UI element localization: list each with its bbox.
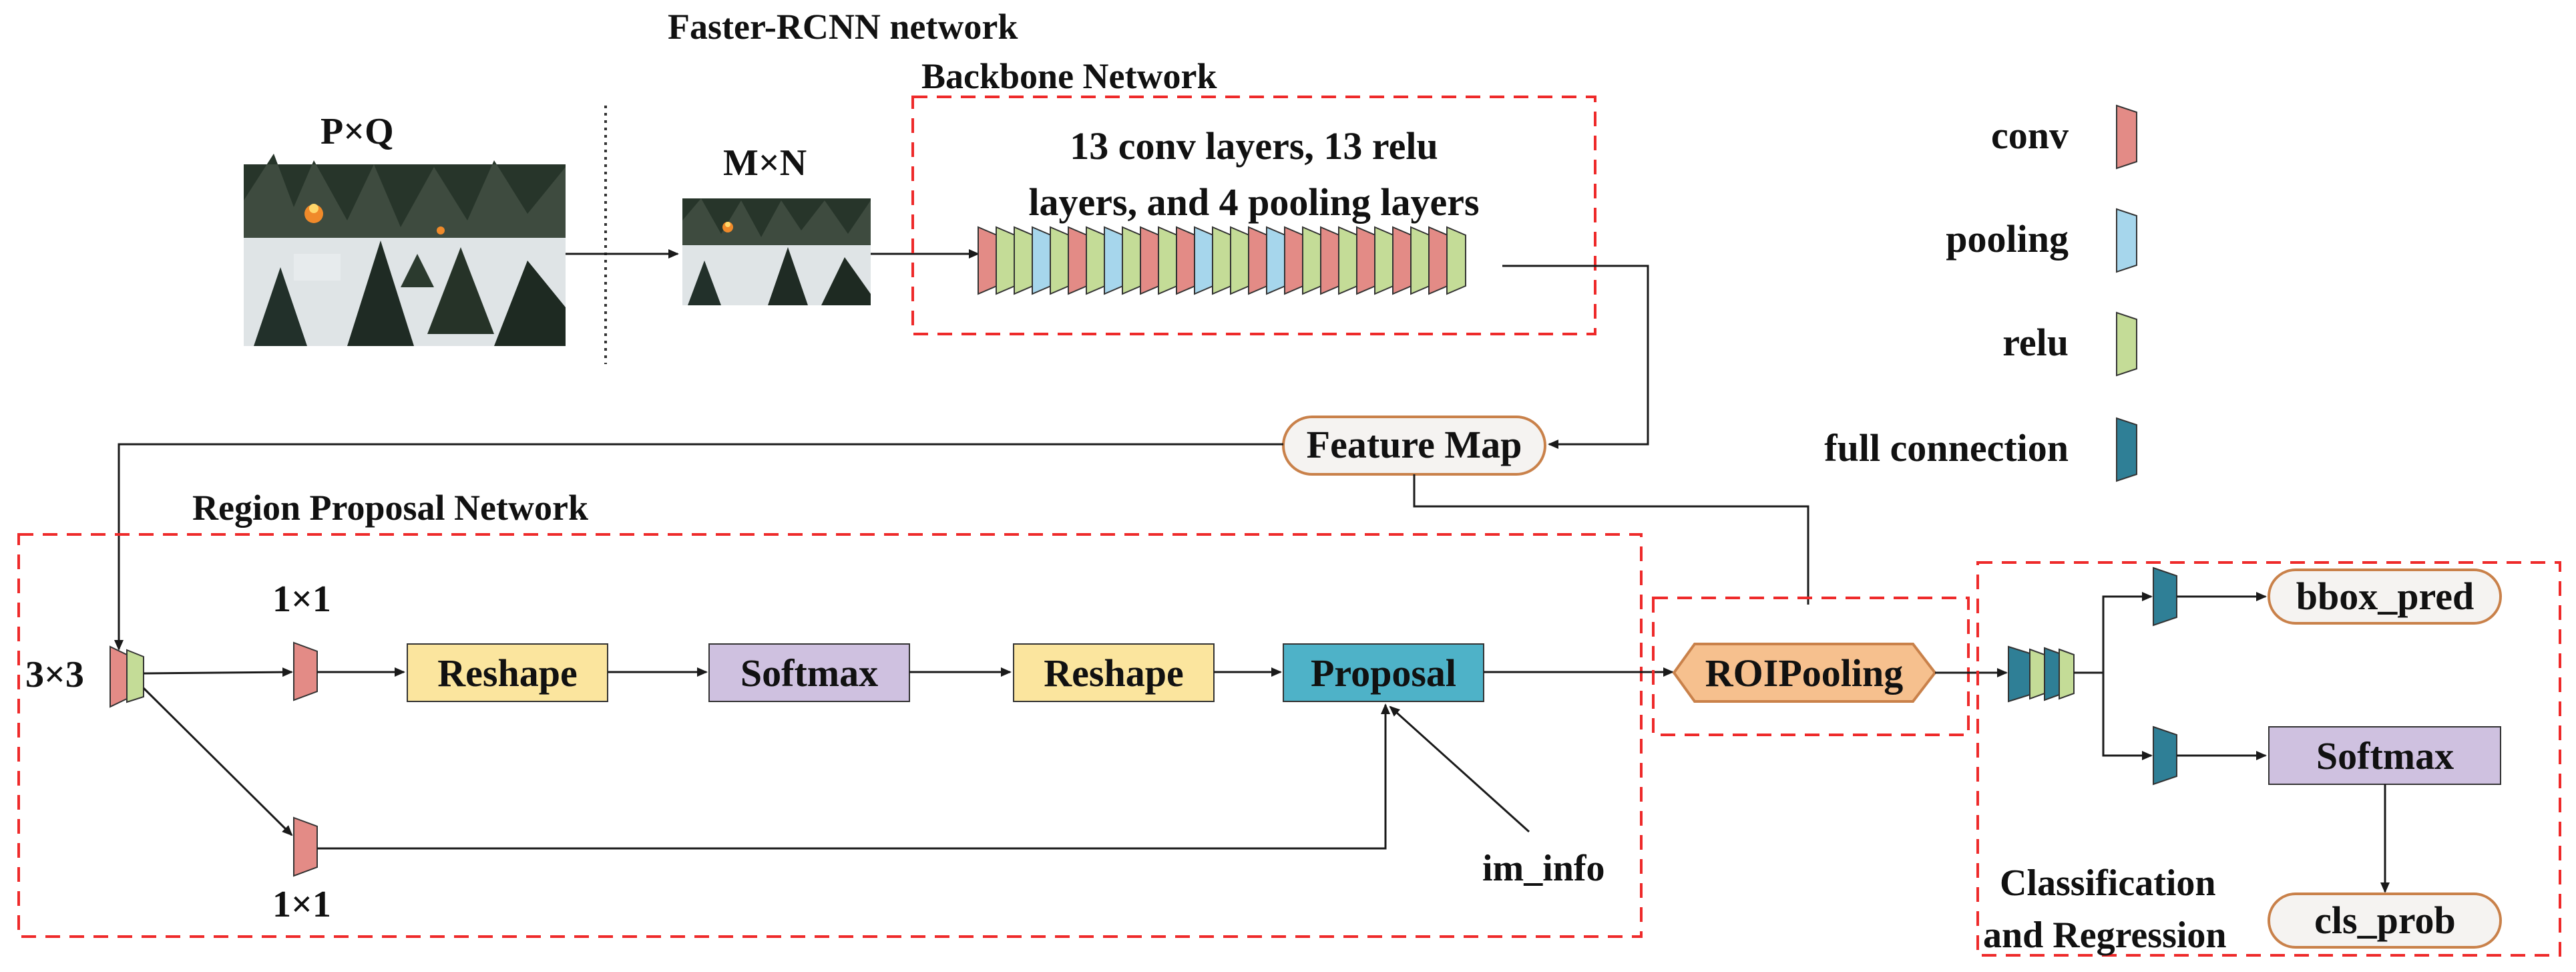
- cls-softmax-box: [2268, 726, 2501, 785]
- rpn-reshape1-label: Reshape: [437, 651, 577, 695]
- cls-region: [1976, 561, 2561, 957]
- input-size-label: P×Q: [320, 111, 394, 152]
- rpn-conv1-top-label: 1×1: [272, 579, 331, 620]
- cls-title-line2: and Regression: [1983, 915, 2227, 956]
- cls-fc-bottom-block: [2153, 725, 2177, 786]
- line-featuremap-to-roi: [1413, 474, 1809, 605]
- backbone-desc-line1: 13 conv layers, 13 relu: [1070, 124, 1438, 168]
- backbone-conv-layer: [1068, 226, 1088, 295]
- legend-label: relu: [2002, 321, 2069, 364]
- arrow-backbone-to-featuremap: [1502, 265, 1649, 449]
- bbox-pred-label: bbox_pred: [2296, 575, 2474, 618]
- backbone-pooling-layer: [1032, 226, 1052, 295]
- backbone-conv-layer: [1248, 226, 1268, 295]
- backbone-relu-layer: [1086, 226, 1106, 295]
- backbone-conv-layer: [1176, 226, 1196, 295]
- backbone-relu-layer: [1212, 226, 1232, 295]
- bbox-pred-node: [2268, 569, 2502, 625]
- roi-pooling-label: ROIPooling: [1705, 651, 1904, 695]
- arrow-branch-to-fc-bottom: [2102, 673, 2153, 760]
- backbone-pooling-layer: [1266, 226, 1286, 295]
- backbone-relu-layer: [1374, 226, 1394, 295]
- diagram-title: Faster-RCNN network: [668, 7, 1018, 47]
- arrow-conv3-to-conv1-top: [143, 667, 293, 677]
- legend-label: pooling: [1946, 217, 2069, 261]
- cls-fc-top-block: [2153, 566, 2177, 627]
- rpn-softmax-label: Softmax: [740, 651, 878, 695]
- rpn-title: Region Proposal Network: [192, 488, 588, 528]
- rpn-conv3-block: [110, 645, 128, 708]
- input-image: [244, 154, 566, 346]
- rpn-reshape1-box: [407, 643, 608, 702]
- rpn-proposal-label: Proposal: [1311, 651, 1456, 695]
- backbone-title: Backbone Network: [921, 56, 1217, 96]
- rpn-softmax-box: [708, 643, 910, 702]
- arrow-conv3-to-conv1-bottom: [142, 687, 293, 836]
- rpn-conv3-label: 3×3: [25, 654, 84, 695]
- rpn-region: [17, 533, 1643, 938]
- backbone-conv-layer: [1320, 226, 1340, 295]
- backbone-conv-layer: [1356, 226, 1376, 295]
- resized-size-label: M×N: [723, 142, 807, 184]
- legend-label: conv: [1991, 114, 2069, 157]
- backbone-conv-layer: [978, 226, 998, 295]
- cls-layer-stack: [2008, 645, 2075, 703]
- backbone-relu-layer: [1050, 226, 1070, 295]
- cls-prob-node: [2268, 893, 2502, 949]
- backbone-layer-stack: [978, 226, 1466, 295]
- backbone-conv-layer: [1392, 226, 1412, 295]
- backbone-pooling-layer: [1194, 226, 1214, 295]
- rpn-reshape2-box: [1013, 643, 1215, 702]
- cls-softmax-label: Softmax: [2316, 734, 2454, 778]
- roi-region: [1652, 597, 1970, 736]
- cls-prob-label: cls_prob: [2314, 899, 2456, 942]
- rpn-conv1-top-block: [293, 641, 318, 701]
- legend-swatch: [2116, 104, 2137, 170]
- backbone-relu-layer: [1158, 226, 1178, 295]
- feature-map-label: Feature Map: [1307, 423, 1522, 466]
- legend-swatch: [2116, 417, 2137, 482]
- cls-title-line1: Classification: [2000, 862, 2216, 904]
- arrow-iminfo-to-proposal: [1389, 705, 1530, 833]
- legend: conv pooling relu full connection: [1824, 104, 2137, 482]
- backbone-conv-layer: [1428, 226, 1448, 295]
- backbone-relu-layer: [1446, 226, 1466, 295]
- rpn-reshape2-label: Reshape: [1044, 651, 1183, 695]
- cls-fc-block-2: [2044, 647, 2060, 701]
- rpn-relu-block: [126, 649, 144, 703]
- backbone-conv-layer: [1284, 226, 1304, 295]
- backbone-conv-layer: [1140, 226, 1160, 295]
- backbone-relu-layer: [1230, 226, 1250, 295]
- rpn-iminfo-label: im_info: [1482, 848, 1605, 889]
- backbone-relu-layer: [1122, 226, 1142, 295]
- rpn-conv1-bottom-label: 1×1: [272, 884, 331, 925]
- backbone-relu-layer: [1410, 226, 1430, 295]
- arrow-conv1-bottom-to-proposal: [317, 703, 1390, 850]
- rpn-conv1-bottom-block: [293, 816, 318, 877]
- backbone-relu-layer: [1014, 226, 1034, 295]
- cls-relu-block-2: [2059, 648, 2075, 700]
- cls-fc-block: [2008, 645, 2030, 703]
- legend-swatch: [2116, 208, 2137, 273]
- backbone-region: [911, 96, 1596, 335]
- roi-pooling-node: [1672, 643, 1937, 703]
- backbone-desc-line2: layers, and 4 pooling layers: [1028, 180, 1479, 224]
- resized-image: [682, 198, 871, 305]
- cls-relu-block: [2029, 648, 2045, 700]
- arrow-branch-to-fc-top: [2102, 592, 2153, 673]
- backbone-relu-layer: [1302, 226, 1322, 295]
- legend-swatch: [2116, 311, 2137, 377]
- backbone-relu-layer: [996, 226, 1016, 295]
- backbone-relu-layer: [1338, 226, 1358, 295]
- backbone-pooling-layer: [1104, 226, 1124, 295]
- legend-label: full connection: [1824, 426, 2069, 470]
- arrow-featuremap-to-rpn: [114, 443, 1283, 651]
- rpn-proposal-box: [1283, 643, 1484, 702]
